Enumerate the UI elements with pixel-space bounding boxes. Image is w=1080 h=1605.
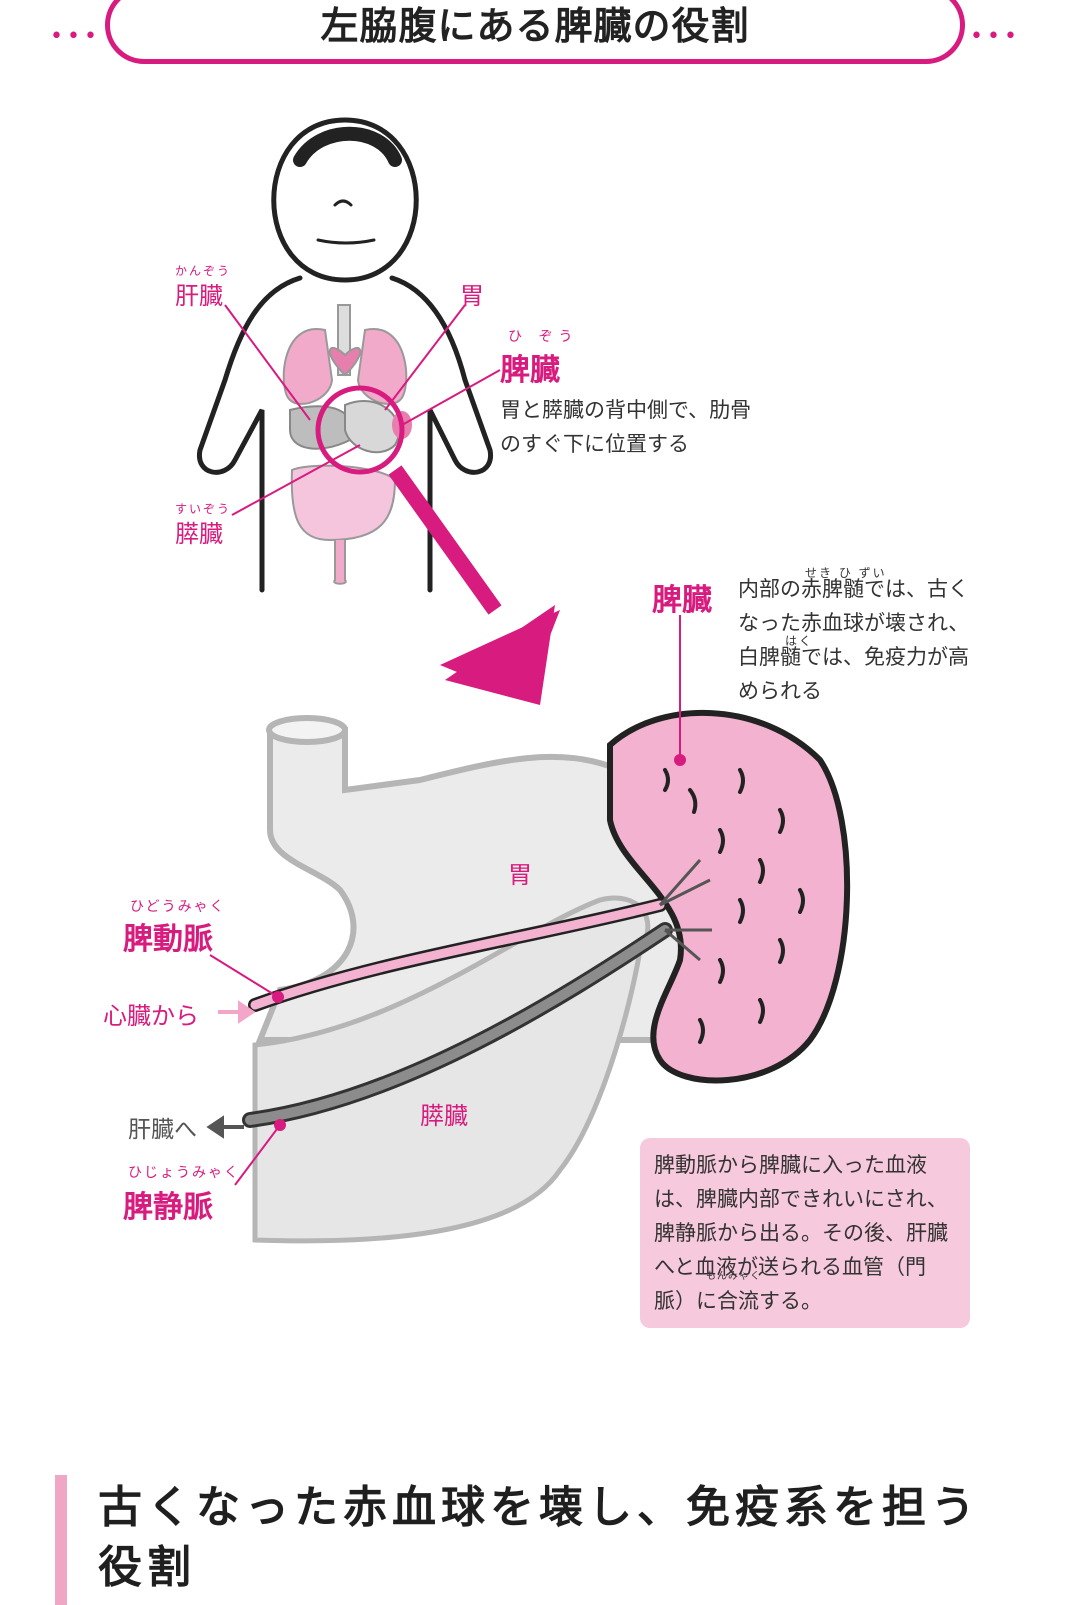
spleen-location-desc: 胃と膵臓の背中側で、肋骨のすぐ下に位置する bbox=[500, 398, 752, 456]
intestines-small bbox=[290, 464, 397, 542]
heading-accent-bar bbox=[55, 1475, 67, 1605]
label-pancreas-top: 膵臓 bbox=[175, 520, 223, 548]
top-leader-lines bbox=[224, 304, 501, 516]
big-spleen bbox=[607, 710, 851, 1084]
vessel-branches bbox=[658, 859, 712, 962]
body-left bbox=[197, 275, 303, 593]
mouth bbox=[316, 238, 376, 245]
spleen-top-ruby: ひ ぞう bbox=[508, 329, 579, 345]
label-stomach-center: 胃 bbox=[508, 861, 532, 889]
label-splenic-artery: 脾動脈 bbox=[123, 922, 213, 957]
label-stomach-top: 胃 bbox=[460, 282, 484, 310]
info-box-text: 脾動脈から脾臓に入った血液は、脾臓内部できれいにされ、脾静脈から出る。その後、肝… bbox=[654, 1153, 948, 1313]
label-splenic-vein: 脾静脈 bbox=[123, 1190, 213, 1225]
spleen-pulp-marks bbox=[663, 768, 805, 1044]
right-lung bbox=[356, 328, 408, 405]
left-lung bbox=[282, 328, 334, 405]
splenic-artery-ruby: ひどうみゃく bbox=[130, 899, 226, 915]
splenic-vein bbox=[242, 922, 673, 1128]
spleen-detail-ruby1: せき ひ ずい bbox=[805, 566, 887, 580]
label-to-liver: 肝臓へ bbox=[128, 1117, 197, 1143]
spleen-detail-desc: 内部の赤脾髄では、古くなった赤血球が壊され、白脾髄では、免疫力が高められる bbox=[738, 577, 970, 703]
dots-left-icon: ••• bbox=[50, 24, 101, 49]
head-outline bbox=[271, 117, 419, 283]
body-right bbox=[389, 275, 493, 593]
big-pancreas bbox=[252, 895, 651, 1244]
dots-right-icon: ••• bbox=[970, 24, 1021, 49]
splenic-artery bbox=[248, 898, 667, 1012]
nose bbox=[333, 199, 353, 207]
page-title: 左脇腹にある脾臓の役割 bbox=[320, 4, 750, 48]
section-heading: 古くなった赤血球を壊し、免疫系を担う役割 bbox=[98, 1482, 980, 1593]
label-spleen-top: 脾臓 bbox=[500, 353, 560, 388]
splenic-vein-ruby: ひじょうみゃく bbox=[128, 1165, 240, 1181]
anatomy-illustration bbox=[197, 117, 851, 1244]
liver-ruby: かんぞう bbox=[175, 264, 232, 278]
person-figure bbox=[197, 117, 493, 593]
spleen-detail-ruby2: はく bbox=[785, 634, 814, 648]
magnify-arrow bbox=[388, 465, 560, 705]
title-banner: ••• 左脇腹にある脾臓の役割 ••• bbox=[50, 0, 1030, 70]
label-from-heart: 心臓から bbox=[103, 1002, 199, 1030]
highlight-circle bbox=[315, 385, 405, 475]
rectum-small bbox=[333, 540, 347, 585]
bottom-leader-lines bbox=[209, 615, 686, 1186]
label-pancreas-center: 膵臓 bbox=[420, 1102, 468, 1130]
info-box-ruby: もんみゃく bbox=[706, 1271, 761, 1282]
small-organs bbox=[282, 304, 412, 585]
to-liver-arrow bbox=[206, 1115, 244, 1139]
stomach-small bbox=[344, 399, 400, 454]
title-pill: 左脇腹にある脾臓の役割 bbox=[105, 0, 965, 64]
label-spleen-detail: 脾臓 bbox=[652, 583, 712, 618]
heart bbox=[328, 346, 362, 377]
label-liver: 肝臓 bbox=[175, 282, 223, 310]
from-heart-arrow bbox=[218, 1000, 256, 1024]
hair bbox=[293, 126, 402, 167]
info-box: 脾動脈から脾臓に入った血液は、脾臓内部できれいにされ、脾静脈から出る。その後、肝… bbox=[640, 1138, 970, 1328]
pancreas-top-ruby: すいぞう bbox=[175, 502, 232, 516]
